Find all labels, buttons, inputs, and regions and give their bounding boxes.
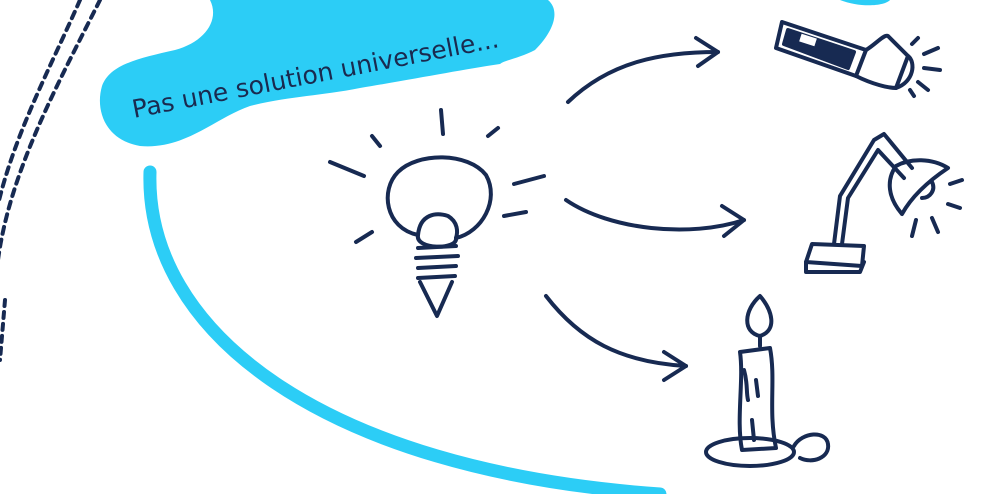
flashlight-icon (774, 20, 942, 98)
cyan-sweep-arc (143, 165, 667, 494)
desk-lamp-icon (804, 132, 964, 274)
decorative-dashed-border (0, 0, 102, 362)
arrow-to-desk-lamp (564, 198, 746, 238)
arrow-to-candle (544, 294, 688, 382)
banner-corner-shape (840, 0, 890, 6)
candle-icon (704, 294, 831, 468)
banner-cloud-shape (99, 0, 555, 147)
arrow-to-flashlight (566, 36, 720, 104)
lightbulb-icon (328, 108, 546, 318)
